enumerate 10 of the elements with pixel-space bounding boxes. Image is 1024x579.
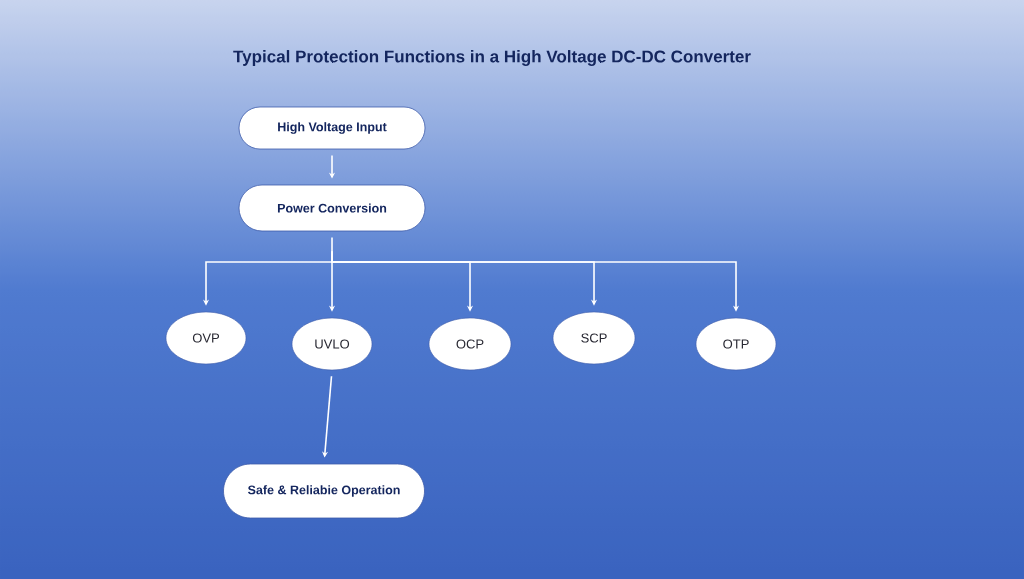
rounded-box: Safe & Reliabie Operation bbox=[223, 463, 425, 519]
oval-node: SCP bbox=[552, 311, 636, 365]
oval-node: UVLO bbox=[291, 317, 373, 371]
arrow bbox=[331, 250, 740, 312]
oval-node: OCP bbox=[428, 317, 512, 371]
title: Typical Protection Functions in a High Voltage DC-DC Converter bbox=[233, 50, 751, 66]
rounded-box: Power Conversion bbox=[238, 184, 426, 232]
oval-node: OVP bbox=[165, 311, 247, 365]
oval-node: OTP bbox=[695, 317, 777, 371]
rounded-box: High Voltage Input bbox=[238, 106, 426, 150]
